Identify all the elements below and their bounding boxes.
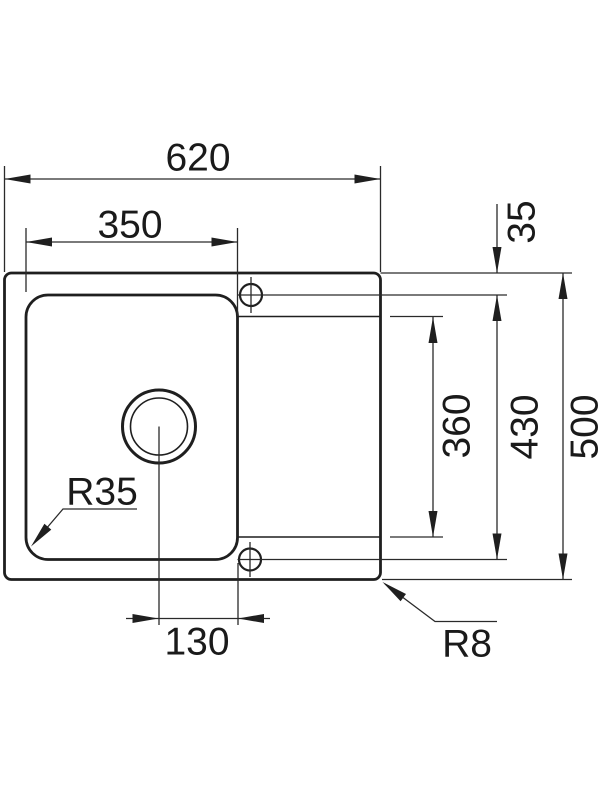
arrowhead-left bbox=[26, 237, 52, 247]
arrowhead-left bbox=[4, 174, 31, 184]
arrowhead-left bbox=[238, 614, 264, 623]
dimension-label-620: 620 bbox=[165, 137, 230, 180]
arrowhead-right bbox=[211, 237, 238, 247]
arrowhead-up bbox=[492, 295, 502, 321]
leader-line bbox=[33, 508, 137, 544]
right-extension-lines bbox=[237, 272, 572, 581]
dimension-overall-width: 620 bbox=[3, 137, 382, 272]
dimension-tap-hole-offset: 35 bbox=[492, 200, 544, 273]
radius-label-r8: R8 bbox=[442, 623, 492, 666]
dimension-label-350: 350 bbox=[97, 204, 162, 247]
dimension-label-130: 130 bbox=[164, 621, 229, 664]
radius-callout-bowl-corner: R35 bbox=[31, 471, 138, 547]
dimension-drain-offset: 130 bbox=[126, 563, 270, 664]
leader-arrowhead bbox=[382, 582, 406, 602]
dimension-tap-hole-spacing: 430 bbox=[492, 295, 547, 560]
dimension-label-35: 35 bbox=[501, 200, 544, 243]
dimension-label-500: 500 bbox=[564, 394, 600, 459]
arrowhead-right bbox=[354, 174, 381, 184]
dimension-label-360: 360 bbox=[436, 393, 479, 458]
arrowhead-up bbox=[558, 273, 568, 299]
sink-outline bbox=[3, 271, 382, 581]
arrowhead-down bbox=[492, 247, 502, 273]
dimension-overall-depth: 500 bbox=[558, 273, 600, 580]
leader-line bbox=[384, 583, 497, 623]
arrowhead-down bbox=[428, 511, 438, 537]
bowl-outline bbox=[24, 293, 239, 561]
leader-arrowhead bbox=[31, 523, 52, 547]
dimension-bowl-straight-edge: 360 bbox=[428, 317, 479, 537]
radius-label-r35: R35 bbox=[66, 471, 138, 514]
arrowhead-down bbox=[558, 553, 568, 580]
arrowhead-right bbox=[132, 614, 159, 623]
dimension-label-430: 430 bbox=[504, 394, 547, 459]
radius-callout-rim-corner: R8 bbox=[382, 582, 497, 666]
arrowhead-up bbox=[428, 317, 438, 343]
dimension-bowl-width: 350 bbox=[25, 204, 239, 316]
drain-hole bbox=[121, 388, 197, 625]
sink-rim-outline bbox=[3, 271, 382, 581]
arrowhead-down bbox=[492, 533, 502, 560]
